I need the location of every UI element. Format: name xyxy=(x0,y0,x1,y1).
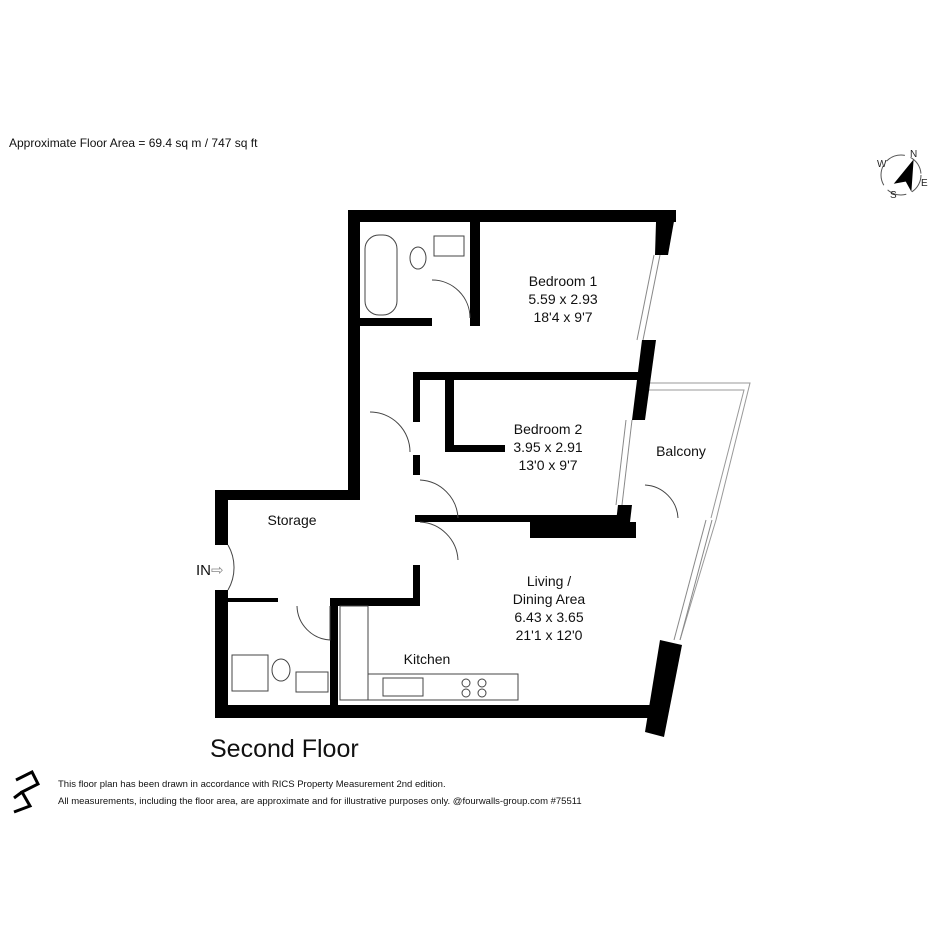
room-imperial: 18'4 x 9'7 xyxy=(533,309,593,325)
entrance-text: IN xyxy=(196,562,211,579)
footer-note-2: All measurements, including the floor ar… xyxy=(58,796,582,807)
room-imperial: 13'0 x 9'7 xyxy=(518,457,578,473)
room-bedroom-2: Bedroom 2 3.95 x 2.91 13'0 x 9'7 xyxy=(513,420,582,474)
logo-icon xyxy=(13,769,41,814)
kitchen-sink-icon xyxy=(382,677,424,697)
hob-icon xyxy=(461,678,487,698)
entrance-door-swing xyxy=(227,544,235,591)
kitchen-units xyxy=(339,605,369,701)
room-name-2: Dining Area xyxy=(512,591,586,607)
balcony-outline xyxy=(640,382,751,641)
room-metric: 3.95 x 2.91 xyxy=(513,439,583,455)
shower-icon xyxy=(231,654,269,692)
fixtures xyxy=(227,234,679,701)
bathtub-icon xyxy=(364,234,398,316)
compass-icon: N E S W xyxy=(877,149,928,201)
floor-title: Second Floor xyxy=(210,735,359,763)
arrow-right-icon: ⇨ xyxy=(211,562,224,579)
door-swing xyxy=(296,605,331,641)
room-metric: 5.59 x 2.93 xyxy=(528,291,598,307)
sink-icon xyxy=(295,671,329,693)
compass-e: E xyxy=(921,178,928,189)
room-name: Bedroom 2 xyxy=(513,421,583,437)
walls xyxy=(215,210,682,737)
room-metric: 6.43 x 3.65 xyxy=(514,609,584,625)
room-balcony: Balcony xyxy=(656,443,706,459)
room-name: Bedroom 1 xyxy=(528,273,598,289)
toilet-icon xyxy=(271,658,291,682)
room-name: Living / xyxy=(526,573,572,589)
footer-note-1: This floor plan has been drawn in accord… xyxy=(58,779,446,790)
room-living-dining: Living / Dining Area 6.43 x 3.65 21'1 x … xyxy=(513,572,585,644)
balcony-door-swing xyxy=(644,484,679,519)
room-bedroom-1: Bedroom 1 5.59 x 2.93 18'4 x 9'7 xyxy=(528,272,597,326)
compass-s: S xyxy=(890,190,897,201)
room-kitchen: Kitchen xyxy=(403,651,451,667)
entrance-label: IN⇨ xyxy=(196,561,224,579)
door-swing xyxy=(419,479,459,519)
compass-n: N xyxy=(910,149,917,160)
door-swing xyxy=(419,521,459,561)
door-swing xyxy=(369,411,411,453)
toilet-icon xyxy=(409,246,427,270)
door-swing xyxy=(431,279,471,319)
sink-icon xyxy=(433,235,465,257)
room-imperial: 21'1 x 12'0 xyxy=(515,627,583,643)
compass-w: W xyxy=(877,159,887,170)
floor-area-text: Approximate Floor Area = 69.4 sq m / 747… xyxy=(9,136,258,150)
windows xyxy=(615,254,713,641)
room-storage: Storage xyxy=(267,512,317,528)
